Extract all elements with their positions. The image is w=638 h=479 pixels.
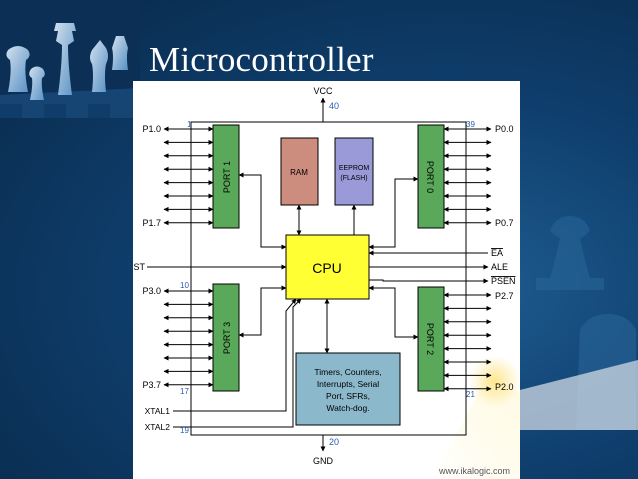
microcontroller-diagram: VCC 40 20 GND PORT 1 PORT 0 PORT 3 PORT … [133,81,520,479]
p3-7-label: P3.7 [142,380,161,390]
chip-outline [190,121,467,436]
port2-label: PORT 2 [425,323,435,355]
port0-block [417,124,445,229]
chess-pieces-image [0,0,140,118]
port3-block [212,283,240,392]
port2-cpu-link [368,285,419,340]
p3-0-label: P3.0 [142,286,161,296]
psen-line [369,278,489,284]
pin-arrows [163,126,492,392]
ale-label: ALE [491,262,508,272]
slide-title: Microcontroller [149,40,374,79]
xtal1-label: XTAL1 [145,406,171,416]
timers-label-line1: Timers, Counters, [314,367,381,377]
pin-21-number: 21 [466,390,475,399]
timers-label-line4: Watch-dog. [326,403,369,413]
port3-cpu-link [238,285,287,338]
vcc-pin-number: 40 [329,101,339,111]
port1-cpu-link [238,172,287,250]
timers-label-line3: Port, SFRs, [326,391,370,401]
eeprom-label-line1: EEPROM [339,165,370,172]
port3-label: PORT 3 [222,322,232,354]
rst-label: RST [133,262,146,272]
p0-0-label: P0.0 [495,124,514,134]
gnd-label: GND [313,456,334,466]
p1-0-label: P1.0 [142,124,161,134]
vcc-label: VCC [313,86,333,96]
port0-cpu-link [368,176,419,250]
p2-0-label: P2.0 [495,382,514,392]
eeprom-label-line2: (FLASH) [340,175,367,182]
watermark: www.ikalogic.com [438,466,510,476]
p2-7-label: P2.7 [495,291,514,301]
port2-block [417,286,445,392]
xtal2-label: XTAL2 [145,422,171,432]
cpu-label: CPU [312,260,342,276]
p1-7-label: P1.7 [142,218,161,228]
gnd-pin-number: 20 [329,437,339,447]
pin-1-number: 1 [187,120,192,129]
pin-19-number: 19 [180,426,189,435]
psen-label: PSEN [491,276,516,286]
timers-label-line2: Interrupts, Serial [317,379,379,389]
ea-label: EA [491,248,503,258]
p0-7-label: P0.7 [495,218,514,228]
xtal2-line [173,298,302,428]
timers-block [295,352,401,426]
block-diagram-svg: VCC 40 20 GND PORT 1 PORT 0 PORT 3 PORT … [133,86,520,479]
chess-silhouette-image [520,216,638,430]
spotlight-glow [469,355,520,407]
pin-39-number: 39 [466,120,475,129]
port1-label: PORT 1 [222,161,232,193]
ram-block [280,137,319,206]
pin-10-number: 10 [180,281,189,290]
pin-17-number: 17 [180,387,189,396]
port0-label: PORT 0 [425,161,435,193]
ram-label: RAM [290,168,308,177]
xtal1-line [173,298,297,412]
